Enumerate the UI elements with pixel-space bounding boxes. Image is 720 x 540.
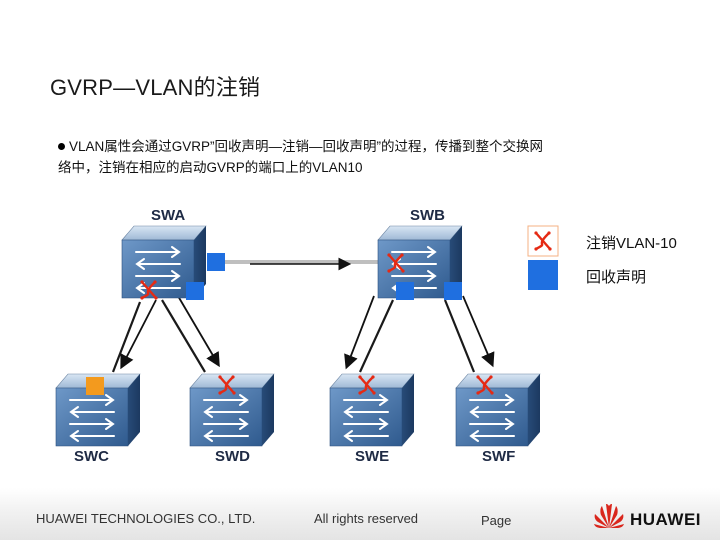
- switch-swf: [455, 373, 541, 447]
- label-swe: SWE: [355, 448, 390, 465]
- withdraw-port-square: [444, 282, 462, 300]
- legend-deregister-label: 注销VLAN-10: [586, 235, 677, 252]
- bullet-icon: [58, 143, 65, 150]
- legend-withdraw-label: 回收声明: [586, 269, 647, 286]
- body-line-1: VLAN属性会通过GVRP”回收声明—注销—回收声明”的过程，传播到整个交换网: [69, 139, 544, 154]
- footer-rights: All rights reserved: [314, 511, 419, 526]
- footer-company: HUAWEI TECHNOLOGIES CO., LTD.: [36, 511, 256, 526]
- withdraw-port-square: [207, 253, 225, 271]
- legend-deregister-icon: [527, 225, 559, 257]
- withdraw-port-square: [186, 282, 204, 300]
- body-text: VLAN属性会通过GVRP”回收声明—注销—回收声明”的过程，传播到整个交换网 …: [58, 136, 648, 178]
- label-swc: SWC: [74, 448, 109, 465]
- withdraw-port-square: [396, 282, 414, 300]
- label-swf: SWF: [482, 448, 516, 465]
- huawei-wordmark: HUAWEI: [630, 510, 701, 529]
- propagation-arrow: [462, 295, 495, 368]
- label-swa: SWA: [151, 207, 186, 224]
- gvrp-topology-diagram: [55, 225, 559, 447]
- link-swb-swe: [359, 299, 394, 373]
- link-swb-swf: [443, 299, 476, 373]
- label-swd: SWD: [215, 448, 250, 465]
- link-swa-swc: [111, 301, 142, 373]
- propagation-arrow: [120, 299, 157, 370]
- switch-swd: [189, 373, 275, 447]
- footer-bar: [0, 488, 720, 540]
- propagation-arrow: [344, 295, 375, 370]
- swc-port-square: [86, 377, 104, 395]
- switch-swe: [329, 373, 415, 447]
- slide-title: GVRP—VLAN的注销: [50, 75, 261, 100]
- legend-withdraw-icon: [528, 260, 558, 290]
- footer-page-label: Page: [481, 513, 512, 528]
- label-swb: SWB: [410, 207, 445, 224]
- link-swa-swd: [161, 299, 206, 373]
- huawei-logo-icon: [594, 504, 624, 528]
- propagation-arrow: [177, 295, 220, 368]
- body-line-2: 络中，注销在相应的启动GVRP的端口上的VLAN10: [58, 160, 363, 175]
